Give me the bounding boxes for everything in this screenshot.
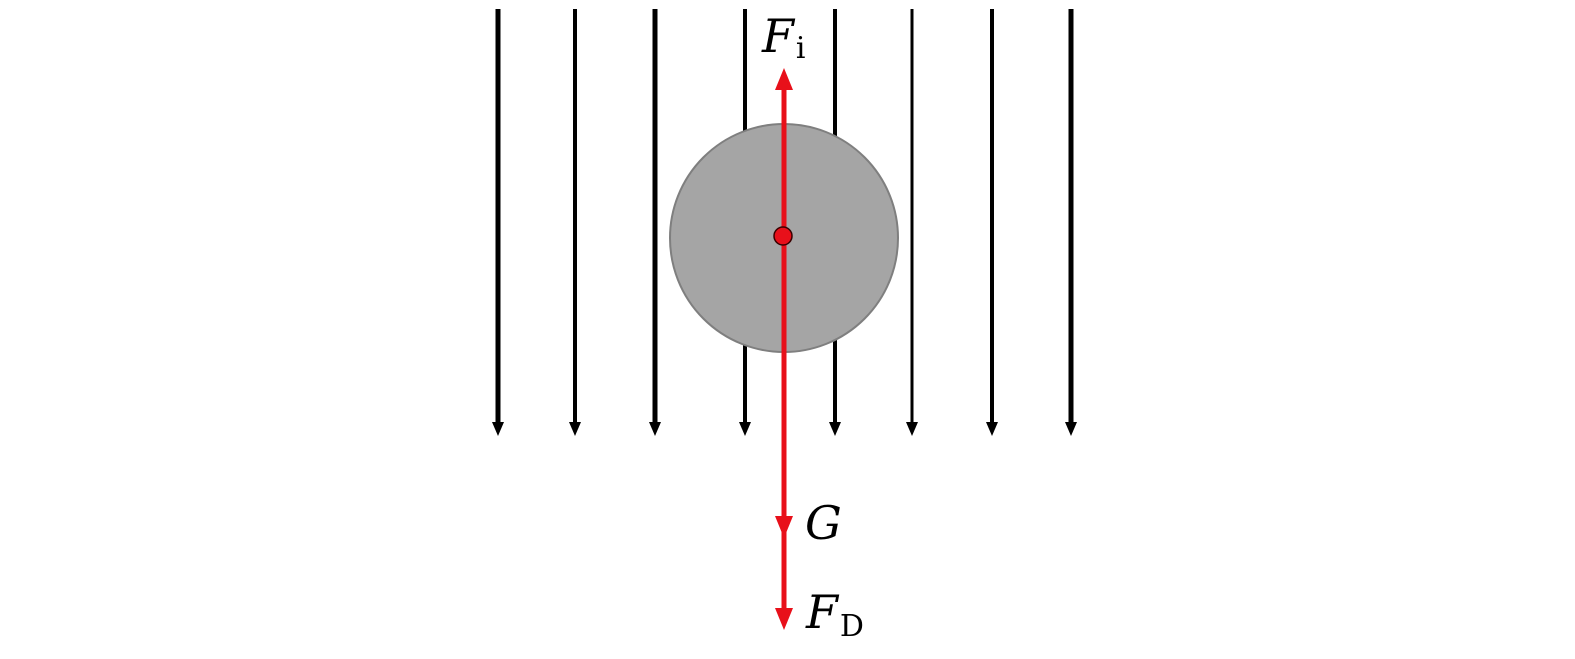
down-arrow-icon bbox=[1065, 422, 1077, 436]
drag-label: FD bbox=[805, 585, 864, 644]
down-arrow-icon bbox=[569, 422, 581, 436]
down-arrow-icon bbox=[986, 422, 998, 436]
flow-line bbox=[1065, 9, 1077, 436]
flow-line bbox=[649, 9, 661, 436]
flow-line bbox=[492, 9, 504, 436]
flow-line bbox=[569, 9, 581, 436]
gravity-label: G bbox=[805, 496, 842, 550]
center-of-mass-point bbox=[773, 226, 793, 246]
down-arrow-icon bbox=[829, 422, 841, 436]
up-arrow-icon bbox=[775, 68, 793, 90]
flow-line bbox=[986, 9, 998, 436]
flow-lines bbox=[492, 9, 1077, 436]
down-arrow-icon bbox=[492, 422, 504, 436]
drag-force-vector bbox=[775, 520, 793, 630]
down-arrow-icon bbox=[906, 422, 918, 436]
buoyancy-label: Fi bbox=[761, 9, 806, 66]
down-arrow-icon bbox=[775, 608, 793, 630]
down-arrow-icon bbox=[739, 422, 751, 436]
flow-line bbox=[906, 9, 918, 436]
buoyancy-force-vector bbox=[775, 68, 793, 238]
down-arrow-icon bbox=[649, 422, 661, 436]
